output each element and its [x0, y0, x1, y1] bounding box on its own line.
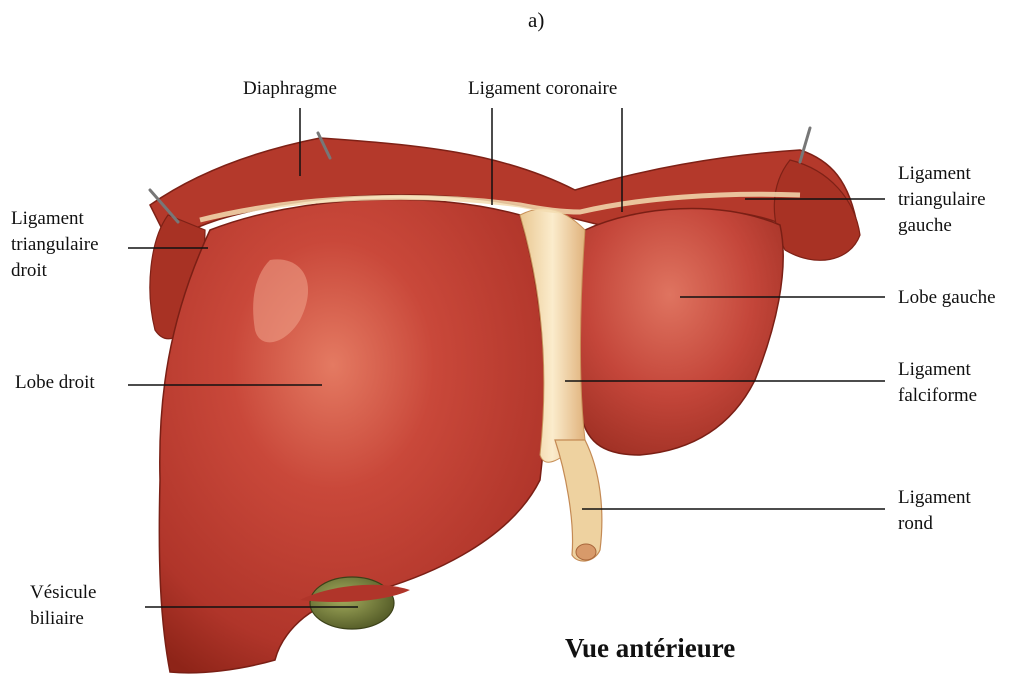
label-ligament-rond: Ligament rond [898, 485, 971, 537]
view-caption: Vue antérieure [565, 630, 735, 666]
label-ligament-coronaire: Ligament coronaire [468, 76, 617, 102]
label-diaphragme: Diaphragme [243, 76, 337, 102]
figure-letter: a) [528, 7, 544, 33]
left-lobe [577, 209, 783, 455]
label-vesicule-biliaire: Vésicule biliaire [30, 580, 96, 632]
label-lobe-droit: Lobe droit [15, 370, 95, 396]
label-ligament-triangulaire-droit: Ligament triangulaire droit [11, 206, 99, 284]
round-ligament-end [576, 544, 596, 560]
label-ligament-triangulaire-gauche: Ligament triangulaire gauche [898, 161, 986, 239]
gallbladder [310, 577, 394, 629]
label-ligament-falciforme: Ligament falciforme [898, 357, 977, 409]
round-ligament [555, 440, 602, 561]
label-lobe-gauche: Lobe gauche [898, 285, 996, 311]
left-triangular-flap [774, 160, 860, 260]
